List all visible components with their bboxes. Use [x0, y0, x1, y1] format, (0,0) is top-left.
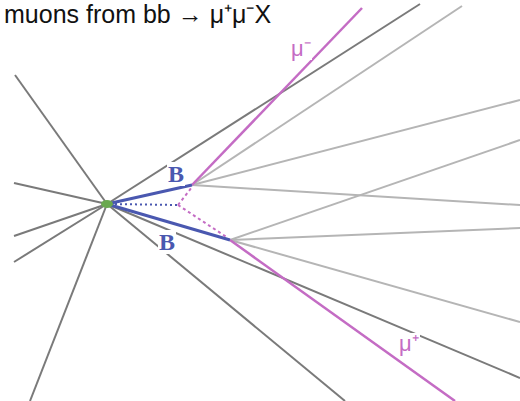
diagram-title: muons from bb → μ⁺μ⁻X: [4, 2, 271, 27]
secondary-tracks: [192, 6, 520, 322]
particle-label: B: [158, 230, 176, 254]
primary-vertex: [101, 200, 113, 208]
particle-label: μ⁺: [398, 333, 420, 355]
muon-tracks: [192, 8, 455, 401]
primary-tracks: [14, 4, 520, 401]
particle-label: μ⁻: [290, 38, 312, 60]
particle-label: B: [167, 162, 185, 186]
